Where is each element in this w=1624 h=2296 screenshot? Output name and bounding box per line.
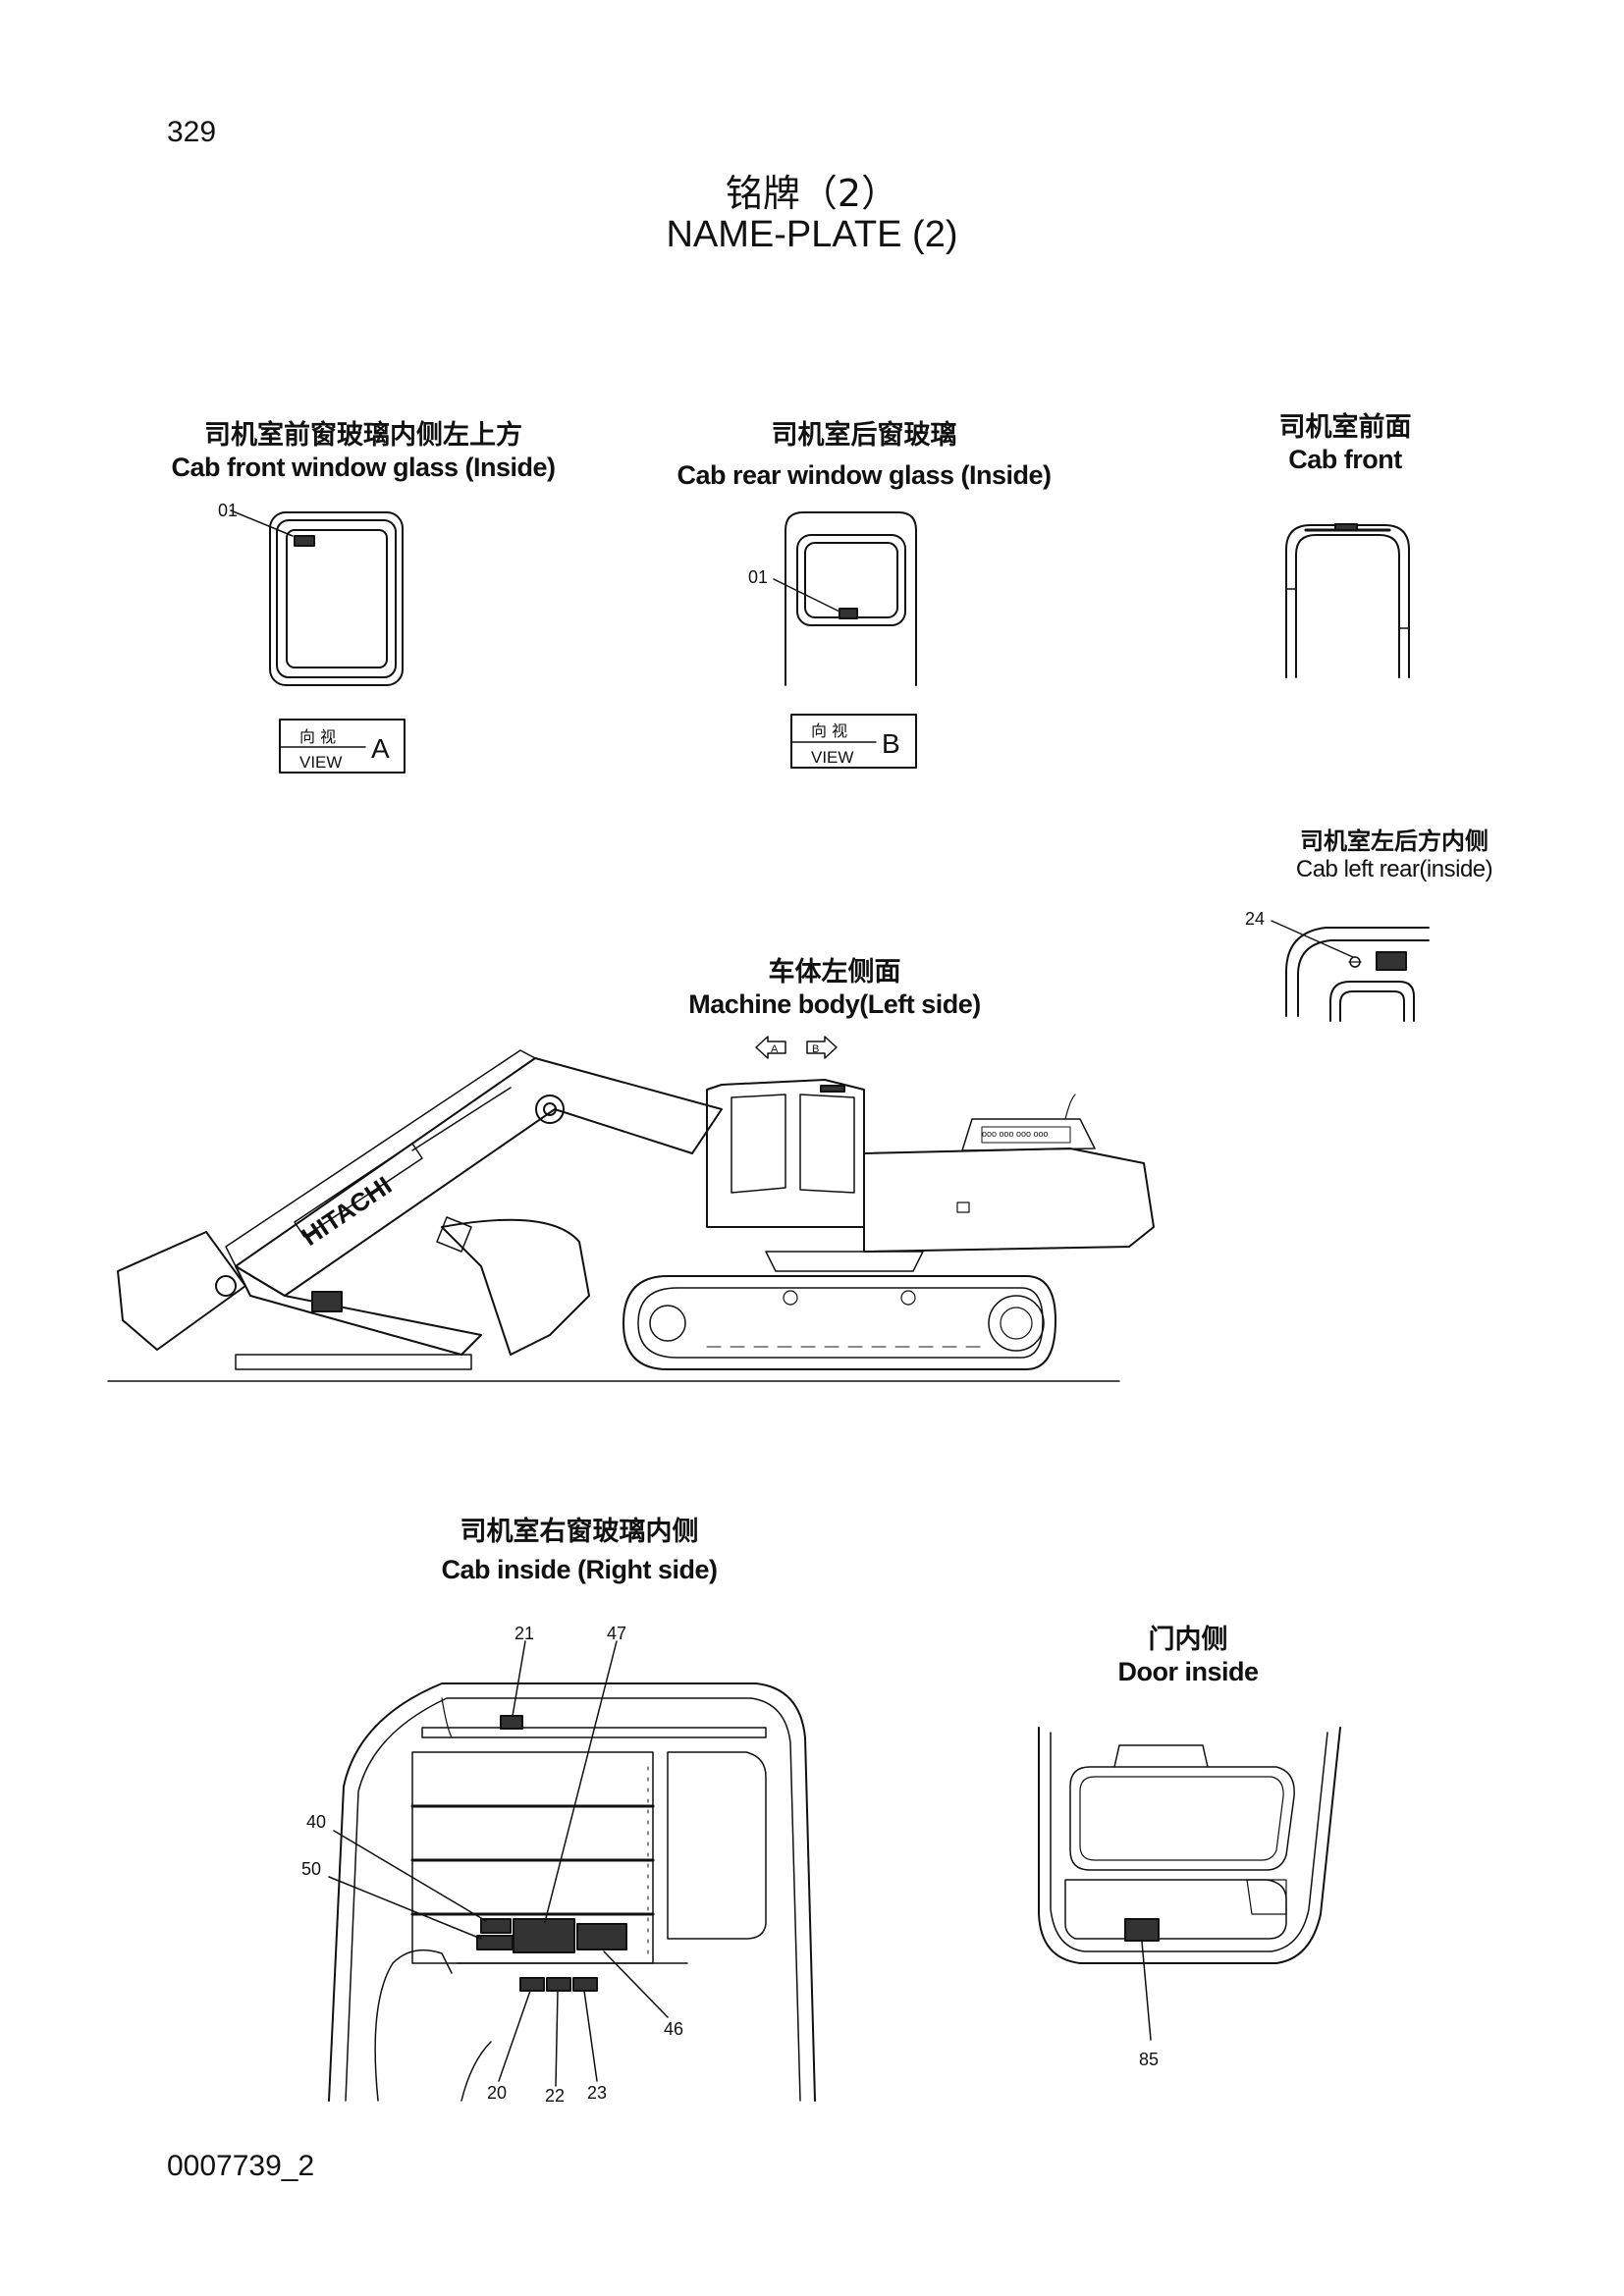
cab-front-window-drawing: 01 向 视 VIEW A bbox=[218, 501, 406, 774]
cab-front-drawing bbox=[1285, 523, 1410, 678]
callout-01-a: 01 bbox=[218, 501, 238, 520]
callout-23: 23 bbox=[587, 2083, 607, 2103]
view-b-cn: 向 视 bbox=[811, 721, 847, 740]
caption-en: Machine body(Left side) bbox=[688, 989, 981, 1020]
name-plate-85 bbox=[1124, 1918, 1160, 1942]
caption-en: Cab left rear(inside) bbox=[1295, 855, 1493, 882]
caption-en: Door inside bbox=[1117, 1657, 1259, 1687]
view-a-en: VIEW bbox=[299, 753, 342, 772]
callout-01-b: 01 bbox=[748, 567, 768, 587]
caption-cab-left-rear: 司机室左后方内侧 Cab left rear(inside) bbox=[1247, 828, 1542, 884]
name-plate-cab-front bbox=[1334, 523, 1358, 531]
name-plate-50 bbox=[476, 1935, 514, 1950]
caption-cab-front: 司机室前面 Cab front bbox=[1208, 412, 1483, 476]
cab-rear-window-drawing: 01 向 视 VIEW B bbox=[748, 511, 917, 769]
name-plate-01 bbox=[294, 535, 315, 547]
callout-22: 22 bbox=[545, 2086, 565, 2106]
callout-20: 20 bbox=[487, 2083, 507, 2103]
callout-21: 21 bbox=[514, 1624, 534, 1643]
callout-85: 85 bbox=[1139, 2050, 1159, 2069]
name-plate-arm bbox=[311, 1291, 343, 1312]
caption-cn: 司机室前面 bbox=[1278, 412, 1412, 443]
door-inside-drawing: 85 bbox=[1038, 1727, 1341, 2069]
cab-left-rear-drawing: 24 bbox=[1245, 909, 1430, 1022]
name-plate-01 bbox=[839, 608, 858, 619]
caption-en: Cab inside (Right side) bbox=[441, 1555, 718, 1585]
caption-cn: 司机室前窗玻璃内侧左上方 bbox=[204, 420, 522, 451]
caption-cn: 门内侧 bbox=[1148, 1625, 1228, 1655]
svg-text:ooo ooo ooo ooo: ooo ooo ooo ooo bbox=[982, 1129, 1049, 1139]
view-b-letter: B bbox=[882, 728, 900, 759]
caption-en: Cab front window glass (Inside) bbox=[171, 453, 556, 483]
view-a-letter: A bbox=[371, 733, 390, 764]
arrow-b-label: B bbox=[812, 1043, 819, 1055]
caption-cab-rear-window: 司机室后窗玻璃 Cab rear window glass (Inside) bbox=[648, 420, 1080, 492]
name-plate-20 bbox=[519, 1977, 545, 1992]
view-a-cn: 向 视 bbox=[299, 727, 336, 746]
name-plate-40 bbox=[480, 1918, 512, 1934]
name-plate-cab bbox=[820, 1085, 845, 1093]
caption-cn: 司机室右窗玻璃内侧 bbox=[460, 1517, 699, 1547]
caption-en: Cab rear window glass (Inside) bbox=[677, 460, 1052, 491]
caption-cn: 车体左侧面 bbox=[768, 957, 901, 988]
caption-cn: 司机室后窗玻璃 bbox=[771, 420, 957, 451]
view-b-en: VIEW bbox=[811, 748, 853, 767]
document-id: 0007739_2 bbox=[167, 2150, 315, 2182]
callout-47: 47 bbox=[607, 1624, 626, 1643]
view-direction-arrows: A B bbox=[755, 1036, 838, 1059]
page-title-en: NAME-PLATE (2) bbox=[666, 214, 958, 255]
page-title-cn: 铭牌（2） bbox=[725, 172, 899, 215]
name-plate-21 bbox=[500, 1715, 523, 1730]
name-plate-46 bbox=[576, 1923, 627, 1950]
caption-door-inside: 门内侧 Door inside bbox=[1080, 1625, 1296, 1688]
excavator-drawing: HITACHI ooo ooo ooo ooo bbox=[107, 1049, 1155, 1382]
caption-en: Cab front bbox=[1288, 445, 1402, 475]
caption-cn: 司机室左后方内侧 bbox=[1300, 828, 1489, 855]
callout-24: 24 bbox=[1245, 909, 1265, 929]
page-number: 329 bbox=[167, 116, 217, 148]
name-plate-47 bbox=[513, 1918, 575, 1953]
name-plate-24 bbox=[1376, 951, 1407, 971]
caption-cab-inside-right: 司机室右窗玻璃内侧 Cab inside (Right side) bbox=[393, 1517, 766, 1586]
cab-inside-right-drawing: 21 47 40 50 46 20 22 23 bbox=[301, 1624, 816, 2106]
caption-machine-body: 车体左侧面 Machine body(Left side) bbox=[638, 957, 1031, 1021]
callout-46: 46 bbox=[664, 2019, 683, 2039]
caption-cab-front-window: 司机室前窗玻璃内侧左上方 Cab front window glass (Ins… bbox=[147, 420, 579, 484]
name-plate-23 bbox=[572, 1977, 598, 1992]
arrow-a-label: A bbox=[771, 1043, 779, 1055]
callout-50: 50 bbox=[301, 1859, 321, 1879]
name-plate-22 bbox=[546, 1977, 571, 1992]
callout-40: 40 bbox=[306, 1812, 326, 1832]
